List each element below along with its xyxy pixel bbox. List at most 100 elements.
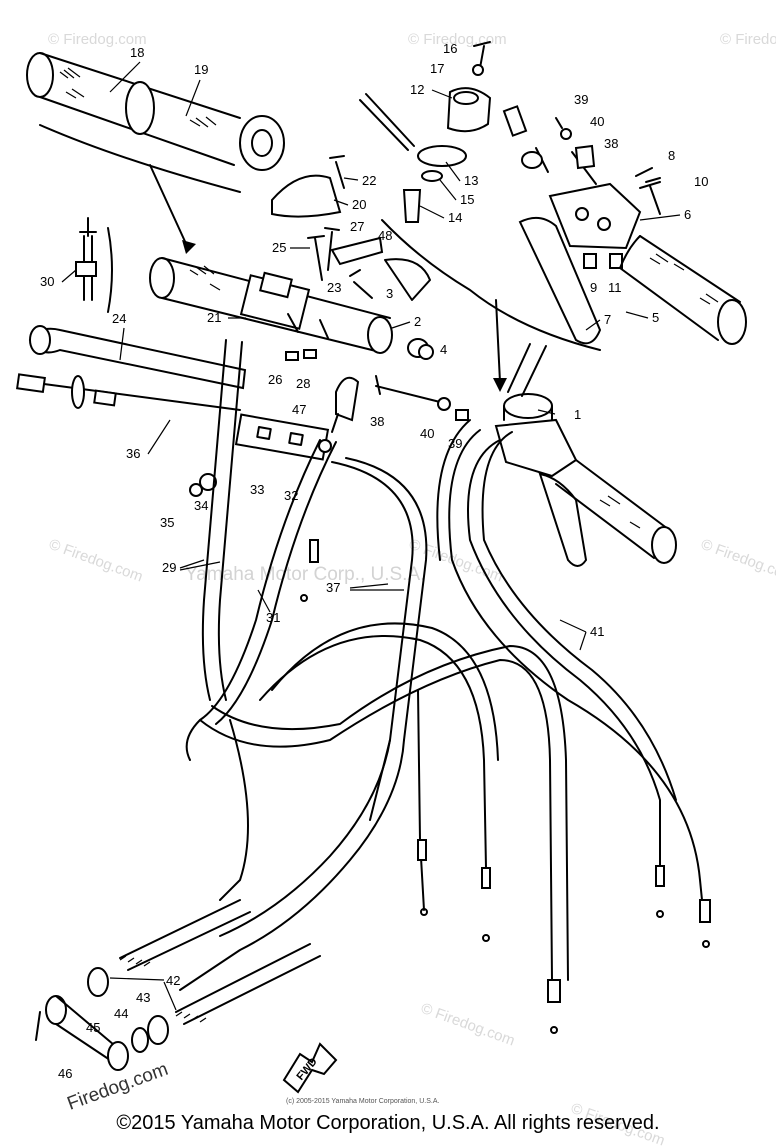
callout-29: 29: [162, 560, 176, 575]
part-15: [421, 170, 443, 182]
nut-4: [418, 344, 434, 360]
callout-24: 24: [112, 311, 126, 326]
callout-10: 10: [694, 174, 708, 189]
callout-39-lower: 39: [448, 436, 462, 451]
callout-16: 16: [443, 41, 457, 56]
callout-44: 44: [114, 1006, 128, 1021]
callout-23: 23: [327, 280, 341, 295]
callout-25: 25: [272, 240, 286, 255]
watermark-top-left: © Firedog.com: [48, 31, 147, 48]
screw-25: [307, 235, 325, 281]
callout-43: 43: [136, 990, 150, 1005]
watermark-low-center: © Firedog.com: [419, 1000, 517, 1050]
callout-7: 7: [604, 312, 611, 327]
footer-copyright: ©2015 Yamaha Motor Corporation, U.S.A. A…: [116, 1112, 660, 1134]
callout-36: 36: [126, 446, 140, 461]
callout-6: 6: [684, 207, 691, 222]
callout-18: 18: [130, 45, 144, 60]
callout-28: 28: [296, 376, 310, 391]
arrow-head-right: [493, 378, 507, 392]
callout-3: 3: [386, 286, 393, 301]
bulb-47: [331, 376, 360, 433]
screw-22: [329, 155, 345, 189]
bracket-line-top-right: [381, 219, 601, 351]
bolt-3: [349, 269, 373, 299]
callout-11: 11: [608, 280, 622, 295]
callout-15: 15: [460, 192, 474, 207]
switch-housing: [234, 413, 332, 461]
callout-30: 30: [40, 274, 54, 289]
callout-14: 14: [448, 210, 462, 225]
callout-40-lower: 40: [420, 426, 434, 441]
callout-38: 38: [604, 136, 618, 151]
arrow-head-grip: [182, 240, 196, 254]
switch-12: [446, 87, 492, 133]
switch-wire: [359, 93, 415, 151]
callout-8: 8: [668, 148, 675, 163]
small-copyright: (c) 2005-2015 Yamaha Motor Corporation, …: [286, 1098, 439, 1105]
washer-40: [560, 128, 572, 140]
screw-27: [324, 227, 340, 271]
callout-33: 33: [250, 482, 264, 497]
callout-37: 37: [326, 580, 340, 595]
callout-4: 4: [440, 342, 447, 357]
grip-cover: [271, 174, 342, 218]
callout-19: 19: [194, 62, 208, 77]
lever-holder-1: [494, 343, 578, 478]
callout-21: 21: [207, 310, 221, 325]
callout-32: 32: [284, 488, 298, 503]
callout-26: 26: [268, 372, 282, 387]
callout-42: 42: [166, 973, 180, 988]
callout-27: 27: [350, 219, 364, 234]
callout-31: 31: [266, 610, 280, 625]
part-grommet: [521, 151, 543, 169]
part-38: [574, 144, 596, 170]
lower-adjusters: [35, 899, 321, 1071]
screw-16: [473, 41, 491, 69]
callout-47: 47: [292, 402, 306, 417]
part-top-cylinder: [502, 105, 528, 137]
part-34: [199, 473, 217, 491]
callout-22: 22: [362, 173, 376, 188]
throttle-grip-assembly: [26, 52, 285, 193]
callout-40: 40: [590, 114, 604, 129]
watermark-center-text: Yamaha Motor Corp., U.S.A.: [185, 564, 425, 585]
callout-35: 35: [160, 515, 174, 530]
callout-labels: 1 2 3 4 5 6 7 8 9 10 11 12 13 14 15 16 1…: [40, 41, 708, 1081]
washer-17: [472, 64, 484, 76]
leader-arrow-grip: [149, 164, 189, 249]
watermark-mid-left: © Firedog.com: [47, 536, 145, 586]
bolt-10: [645, 177, 661, 215]
right-grip-5: [619, 235, 747, 345]
cable-ends: [300, 539, 711, 1034]
brake-lever-holder-6: [548, 182, 642, 250]
part-13: [417, 145, 467, 167]
watermark-mid-right: © Firedog.com: [699, 536, 776, 586]
lever-lower: [538, 472, 588, 567]
screw-39: [555, 117, 563, 129]
leader-arrow-right: [495, 299, 501, 383]
screw-39-lower: [455, 409, 469, 421]
callout-41: 41: [590, 624, 604, 639]
left-handlebar-assembly: [149, 257, 431, 358]
callout-1: 1: [574, 407, 581, 422]
plate-48: [330, 236, 384, 266]
callout-9: 9: [590, 280, 597, 295]
right-grip-lower: [555, 459, 677, 564]
callout-13: 13: [464, 173, 478, 188]
bracket-38-lower: [375, 375, 441, 403]
callout-34: 34: [194, 498, 208, 513]
fwd-arrow: FWD: [282, 1042, 338, 1094]
cable-adjuster-30: [75, 217, 113, 313]
part-28: [303, 349, 317, 359]
callout-12: 12: [410, 82, 424, 97]
callout-46: 46: [58, 1066, 72, 1081]
washer-40-lower: [437, 397, 451, 411]
callout-48: 48: [378, 228, 392, 243]
lever-24: [28, 325, 247, 390]
callout-20: 20: [352, 197, 366, 212]
callout-17: 17: [430, 61, 444, 76]
cable-36: [16, 373, 241, 411]
part-14: [402, 189, 422, 223]
